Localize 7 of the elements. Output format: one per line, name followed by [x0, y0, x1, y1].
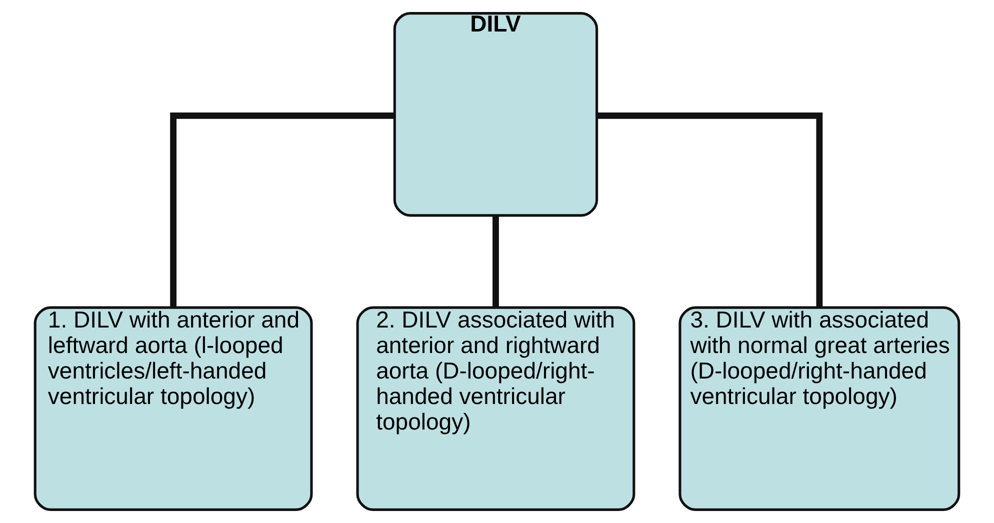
connector — [492, 216, 499, 308]
node-box: 3. DILV with associated with normal great arteries (D-looped/right-handed ventricular topology) — [678, 306, 960, 511]
connector — [596, 112, 823, 308]
node-box: 2. DILV associated with anterior and rightward aorta (D-looped/right-handed ventricular topology) — [356, 306, 636, 511]
connector — [170, 112, 395, 308]
node-box: 1. DILV with anterior and leftward aorta (l-looped ventricles/left-handed ventricular topology) — [34, 306, 313, 511]
node-box: DILV — [393, 12, 598, 217]
